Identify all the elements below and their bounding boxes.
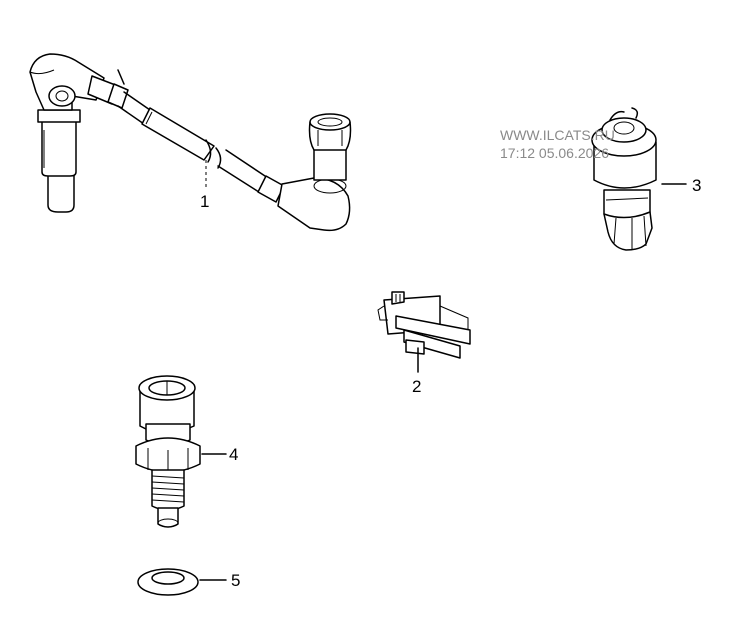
part-4-switch[interactable]	[135, 375, 227, 528]
callout-5: 5	[231, 571, 240, 590]
callout-3: 3	[692, 176, 701, 195]
callout-1: 1	[200, 192, 209, 211]
callout-4: 4	[229, 445, 238, 464]
part-2-connector[interactable]	[377, 291, 471, 373]
part-3-pressure-switch[interactable]	[591, 107, 687, 251]
watermark-site: WWW.ILCATS.RU	[500, 127, 615, 143]
watermark-timestamp: 17:12 05.06.2026	[500, 145, 609, 161]
callout-2: 2	[412, 377, 421, 396]
part-1-cable[interactable]	[29, 53, 352, 232]
part-5-washer[interactable]	[137, 568, 227, 596]
